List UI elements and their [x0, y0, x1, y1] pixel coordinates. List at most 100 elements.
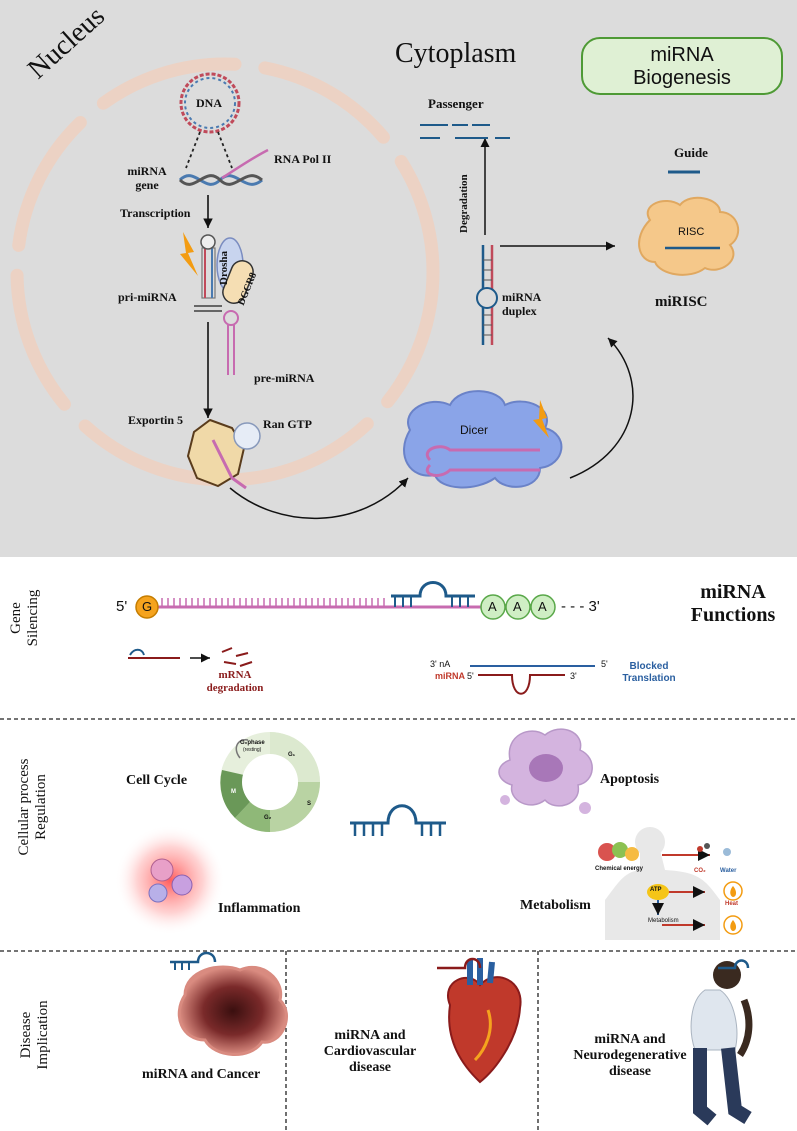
bound-mirna-icon — [391, 581, 475, 598]
inflammation-icon — [115, 825, 225, 935]
water-label: Water — [720, 868, 737, 874]
s-label: S — [307, 801, 312, 807]
polya-circle — [530, 594, 556, 620]
pri-mirna-label: pri-miRNA — [118, 290, 177, 304]
tumor-icon — [170, 951, 288, 1056]
pre-mirna-label: pre-miRNA — [254, 371, 315, 385]
dna-label: DNA — [196, 96, 222, 110]
mirna-gene-line1: miRNA — [127, 164, 167, 178]
duplex-line2: duplex — [502, 303, 537, 318]
neuro-line2: Neurodegenerative — [573, 1048, 687, 1064]
chem-energy-label: Chemical energy — [595, 866, 644, 872]
polya-label-2: A — [513, 599, 522, 614]
dna-plasmid-icon — [179, 72, 241, 134]
gene-silencing-line1: Gene — [8, 602, 24, 634]
mirisc-label: miRISC — [655, 294, 708, 310]
mrna-degradation-icon — [128, 647, 253, 667]
heart-icon — [437, 957, 522, 1084]
five-prime-right-label: 5' — [601, 659, 608, 669]
blocked-translation-label: Blocked Translation — [614, 661, 684, 684]
degradation-label: Degradation — [458, 174, 470, 233]
transcription-label: Transcription — [120, 206, 191, 220]
cellular-section-line2: Regulation — [33, 774, 50, 840]
metabolism-label: Metabolism — [520, 898, 591, 913]
cardio-line3: disease — [349, 1060, 391, 1076]
cardio-label: miRNA and Cardiovascular disease — [315, 1028, 425, 1076]
mrna-degradation-label: mRNA degradation — [190, 669, 280, 694]
lightning-icon — [180, 232, 198, 276]
apoptotic-cell-icon — [498, 728, 593, 814]
polya-circle — [505, 594, 531, 620]
g0-label: G₀phase — [240, 740, 265, 746]
disease-section-line1: Disease — [18, 1011, 34, 1059]
guide-label: Guide — [674, 145, 708, 160]
cap-label: G — [142, 599, 153, 614]
g1-label: G₁ — [288, 752, 296, 758]
cell-cycle-label: Cell Cycle — [126, 773, 188, 788]
risc-label: RISC — [678, 226, 705, 238]
mrna-degradation-line1: mRNA — [218, 669, 252, 681]
gene-silencing-line2: Silencing — [25, 589, 42, 647]
cellular-section-line1: Cellular process — [16, 758, 32, 856]
neuro-line3: disease — [609, 1064, 651, 1080]
apoptosis-label: Apoptosis — [600, 772, 660, 787]
three-prime-tail: - - - 3' — [561, 598, 600, 615]
export-arrow — [229, 477, 409, 520]
neuro-label: miRNA and Neurodegenerative disease — [565, 1032, 695, 1080]
elderly-person-icon — [690, 959, 753, 1126]
gene-silencing-label: Gene Silencing — [8, 568, 43, 668]
g2-label: G₂ — [264, 815, 272, 821]
mirna-gene-line2: gene — [135, 177, 159, 192]
ran-gtp-protein — [233, 422, 261, 450]
five-prime-small-label: 5' — [467, 671, 474, 681]
passenger-label: Passenger — [428, 96, 484, 111]
disease-section-line2: Implication — [35, 1000, 52, 1070]
pri-mirna-hairpin-icon — [194, 234, 222, 312]
duplex-line1: miRNA — [502, 290, 542, 304]
polya-circle — [480, 594, 506, 620]
atp-label: ATP — [650, 887, 662, 893]
central-mirna-icon — [350, 804, 446, 825]
cytoplasm-label: Cytoplasm — [395, 38, 517, 69]
dna-helix-icon — [178, 148, 269, 186]
polya-label-3: A — [538, 599, 547, 614]
functions-title: miRNA Functions — [678, 581, 788, 627]
biogenesis-title-box — [581, 37, 783, 95]
ran-gtp-label: Ran GTP — [263, 417, 313, 431]
metabolism-small-label: Metabolism — [648, 918, 679, 924]
mirna-duplex-icon — [476, 245, 498, 345]
polya-label-1: A — [488, 599, 497, 614]
disease-implication-label: Disease Implication — [18, 975, 53, 1095]
blocked-line1: Blocked — [629, 661, 669, 672]
na-label: 3' nA — [430, 659, 451, 669]
cancer-label: miRNA and Cancer — [142, 1067, 261, 1082]
pre-mirna-hairpin-icon — [223, 310, 239, 375]
three-prime-small-label: 3' — [570, 671, 577, 681]
cell-cycle-wheel — [220, 732, 320, 833]
biogenesis-title-line2: Biogenesis — [633, 67, 731, 89]
blocked-line2: Translation — [622, 672, 676, 684]
cardio-line1: miRNA and — [334, 1028, 406, 1043]
cellular-process-label: Cellular process Regulation — [16, 712, 51, 902]
mrna-degradation-line2: degradation — [206, 681, 264, 694]
five-prime-label: 5' — [116, 598, 128, 615]
metabolism-body-icon — [598, 827, 743, 940]
five-prime-cap — [135, 595, 159, 619]
functions-title-line1: miRNA — [700, 581, 766, 603]
m-label: M — [231, 789, 236, 795]
co2-label: CO₂ — [694, 868, 706, 874]
mirna-duplex-label: miRNA duplex — [502, 290, 562, 319]
g0-sub-label: (resting) — [243, 747, 262, 753]
drosha-label: Drosha — [218, 250, 230, 285]
dicer-arrow — [569, 337, 634, 479]
blocked-translation-icon — [470, 665, 595, 695]
nuclear-membrane — [10, 57, 440, 487]
mirna-gene-label: miRNA gene — [112, 164, 182, 193]
biogenesis-title: miRNA Biogenesis — [582, 44, 782, 90]
exportin-label: Exportin 5 — [128, 413, 184, 427]
functions-title-line2: Functions — [690, 604, 776, 626]
dicer-label: Dicer — [460, 423, 489, 437]
inflammation-label: Inflammation — [218, 901, 301, 916]
passenger-strand-icon — [420, 124, 510, 139]
